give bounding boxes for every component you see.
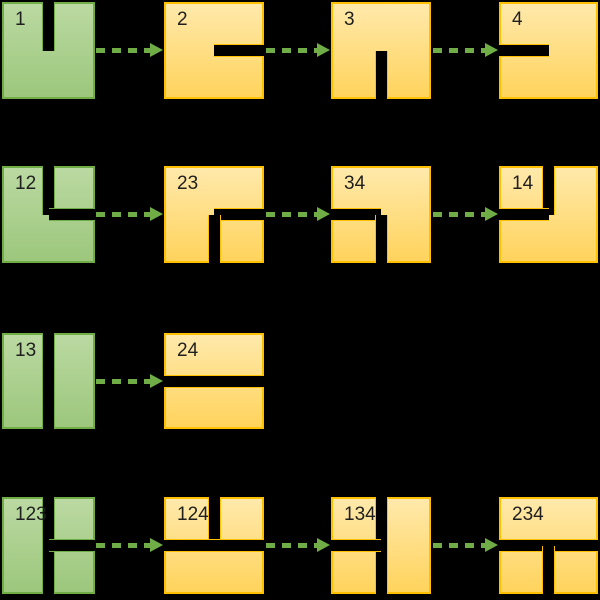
- v-bottom-wall-bar: [375, 214, 387, 263]
- v-top-wall-bar: [43, 166, 54, 215]
- state-3-label: 3: [344, 9, 355, 30]
- dashed-line: [433, 542, 485, 548]
- arrow-34-14: [433, 207, 498, 221]
- arrow-123-124: [96, 538, 163, 552]
- h-left-wall-bar: [499, 209, 549, 220]
- state-134: 134: [331, 497, 431, 594]
- state-13: 13: [2, 333, 95, 429]
- v-bottom-wall-bar: [43, 381, 54, 429]
- h-left-wall-bar: [164, 540, 214, 551]
- h-left-wall-bar: [499, 45, 549, 56]
- state-23-label: 23: [177, 173, 199, 194]
- dashed-line: [266, 47, 317, 53]
- arrowhead-icon: [485, 43, 498, 57]
- arrowhead-icon: [485, 538, 498, 552]
- v-bottom-wall-bar: [43, 545, 54, 594]
- dashed-line: [266, 542, 317, 548]
- arrowhead-icon: [485, 207, 498, 221]
- h-left-wall-bar: [164, 375, 214, 387]
- state-124-label: 124: [177, 504, 209, 525]
- dashed-line: [433, 47, 485, 53]
- v-bottom-wall-bar: [375, 50, 387, 99]
- h-right-wall-bar: [214, 209, 264, 220]
- arrow-2-3: [266, 43, 330, 57]
- arrow-23-34: [266, 207, 330, 221]
- state-123: 123: [2, 497, 95, 594]
- state-234-label: 234: [512, 504, 544, 525]
- state-124: 124: [164, 497, 264, 594]
- arrowhead-icon: [317, 538, 330, 552]
- state-34-label: 34: [344, 173, 366, 194]
- dashed-line: [96, 542, 150, 548]
- state-1-label: 1: [15, 9, 26, 30]
- state-4: 4: [499, 2, 598, 99]
- state-2: 2: [164, 2, 264, 99]
- h-right-wall-bar: [548, 540, 598, 551]
- arrowhead-icon: [150, 43, 163, 57]
- dashed-line: [96, 211, 150, 217]
- h-left-wall-bar: [331, 209, 381, 220]
- arrowhead-icon: [317, 43, 330, 57]
- h-right-wall-bar: [48, 209, 95, 220]
- arrow-134-234: [433, 538, 498, 552]
- h-right-wall-bar: [48, 540, 95, 551]
- arrow-124-134: [266, 538, 330, 552]
- v-top-wall-bar: [543, 166, 554, 215]
- arrow-1-2: [96, 43, 163, 57]
- state-24: 24: [164, 333, 264, 429]
- state-12-label: 12: [15, 173, 37, 194]
- h-left-wall-bar: [331, 540, 381, 551]
- arrow-12-23: [96, 207, 163, 221]
- dashed-line: [96, 378, 150, 384]
- state-12: 12: [2, 166, 95, 263]
- state-134-label: 134: [344, 504, 376, 525]
- state-13-label: 13: [15, 340, 37, 361]
- state-24-label: 24: [177, 340, 199, 361]
- dashed-line: [266, 211, 317, 217]
- state-3: 3: [331, 2, 431, 99]
- v-top-wall-bar: [375, 497, 387, 546]
- arrow-13-24: [96, 374, 163, 388]
- h-right-wall-bar: [214, 45, 264, 56]
- dashed-line: [96, 47, 150, 53]
- state-23: 23: [164, 166, 264, 263]
- v-bottom-wall-bar: [208, 214, 220, 263]
- arrowhead-icon: [150, 207, 163, 221]
- v-top-wall-bar: [43, 2, 54, 51]
- h-left-wall-bar: [499, 540, 549, 551]
- arrowhead-icon: [317, 207, 330, 221]
- v-top-wall-bar: [43, 497, 54, 546]
- dashed-line: [433, 211, 485, 217]
- state-1: 1: [2, 2, 95, 99]
- v-top-wall-bar: [43, 333, 54, 381]
- h-right-wall-bar: [214, 540, 264, 551]
- h-right-wall-bar: [214, 375, 264, 387]
- arrowhead-icon: [150, 374, 163, 388]
- v-bottom-wall-bar: [543, 545, 554, 594]
- state-2-label: 2: [177, 9, 188, 30]
- arrow-3-4: [433, 43, 498, 57]
- state-14: 14: [499, 166, 598, 263]
- state-234: 234: [499, 497, 598, 594]
- arrowhead-icon: [150, 538, 163, 552]
- v-bottom-wall-bar: [375, 545, 387, 594]
- state-123-label: 123: [15, 504, 47, 525]
- state-14-label: 14: [512, 173, 534, 194]
- v-top-wall-bar: [208, 497, 220, 546]
- state-4-label: 4: [512, 9, 523, 30]
- state-34: 34: [331, 166, 431, 263]
